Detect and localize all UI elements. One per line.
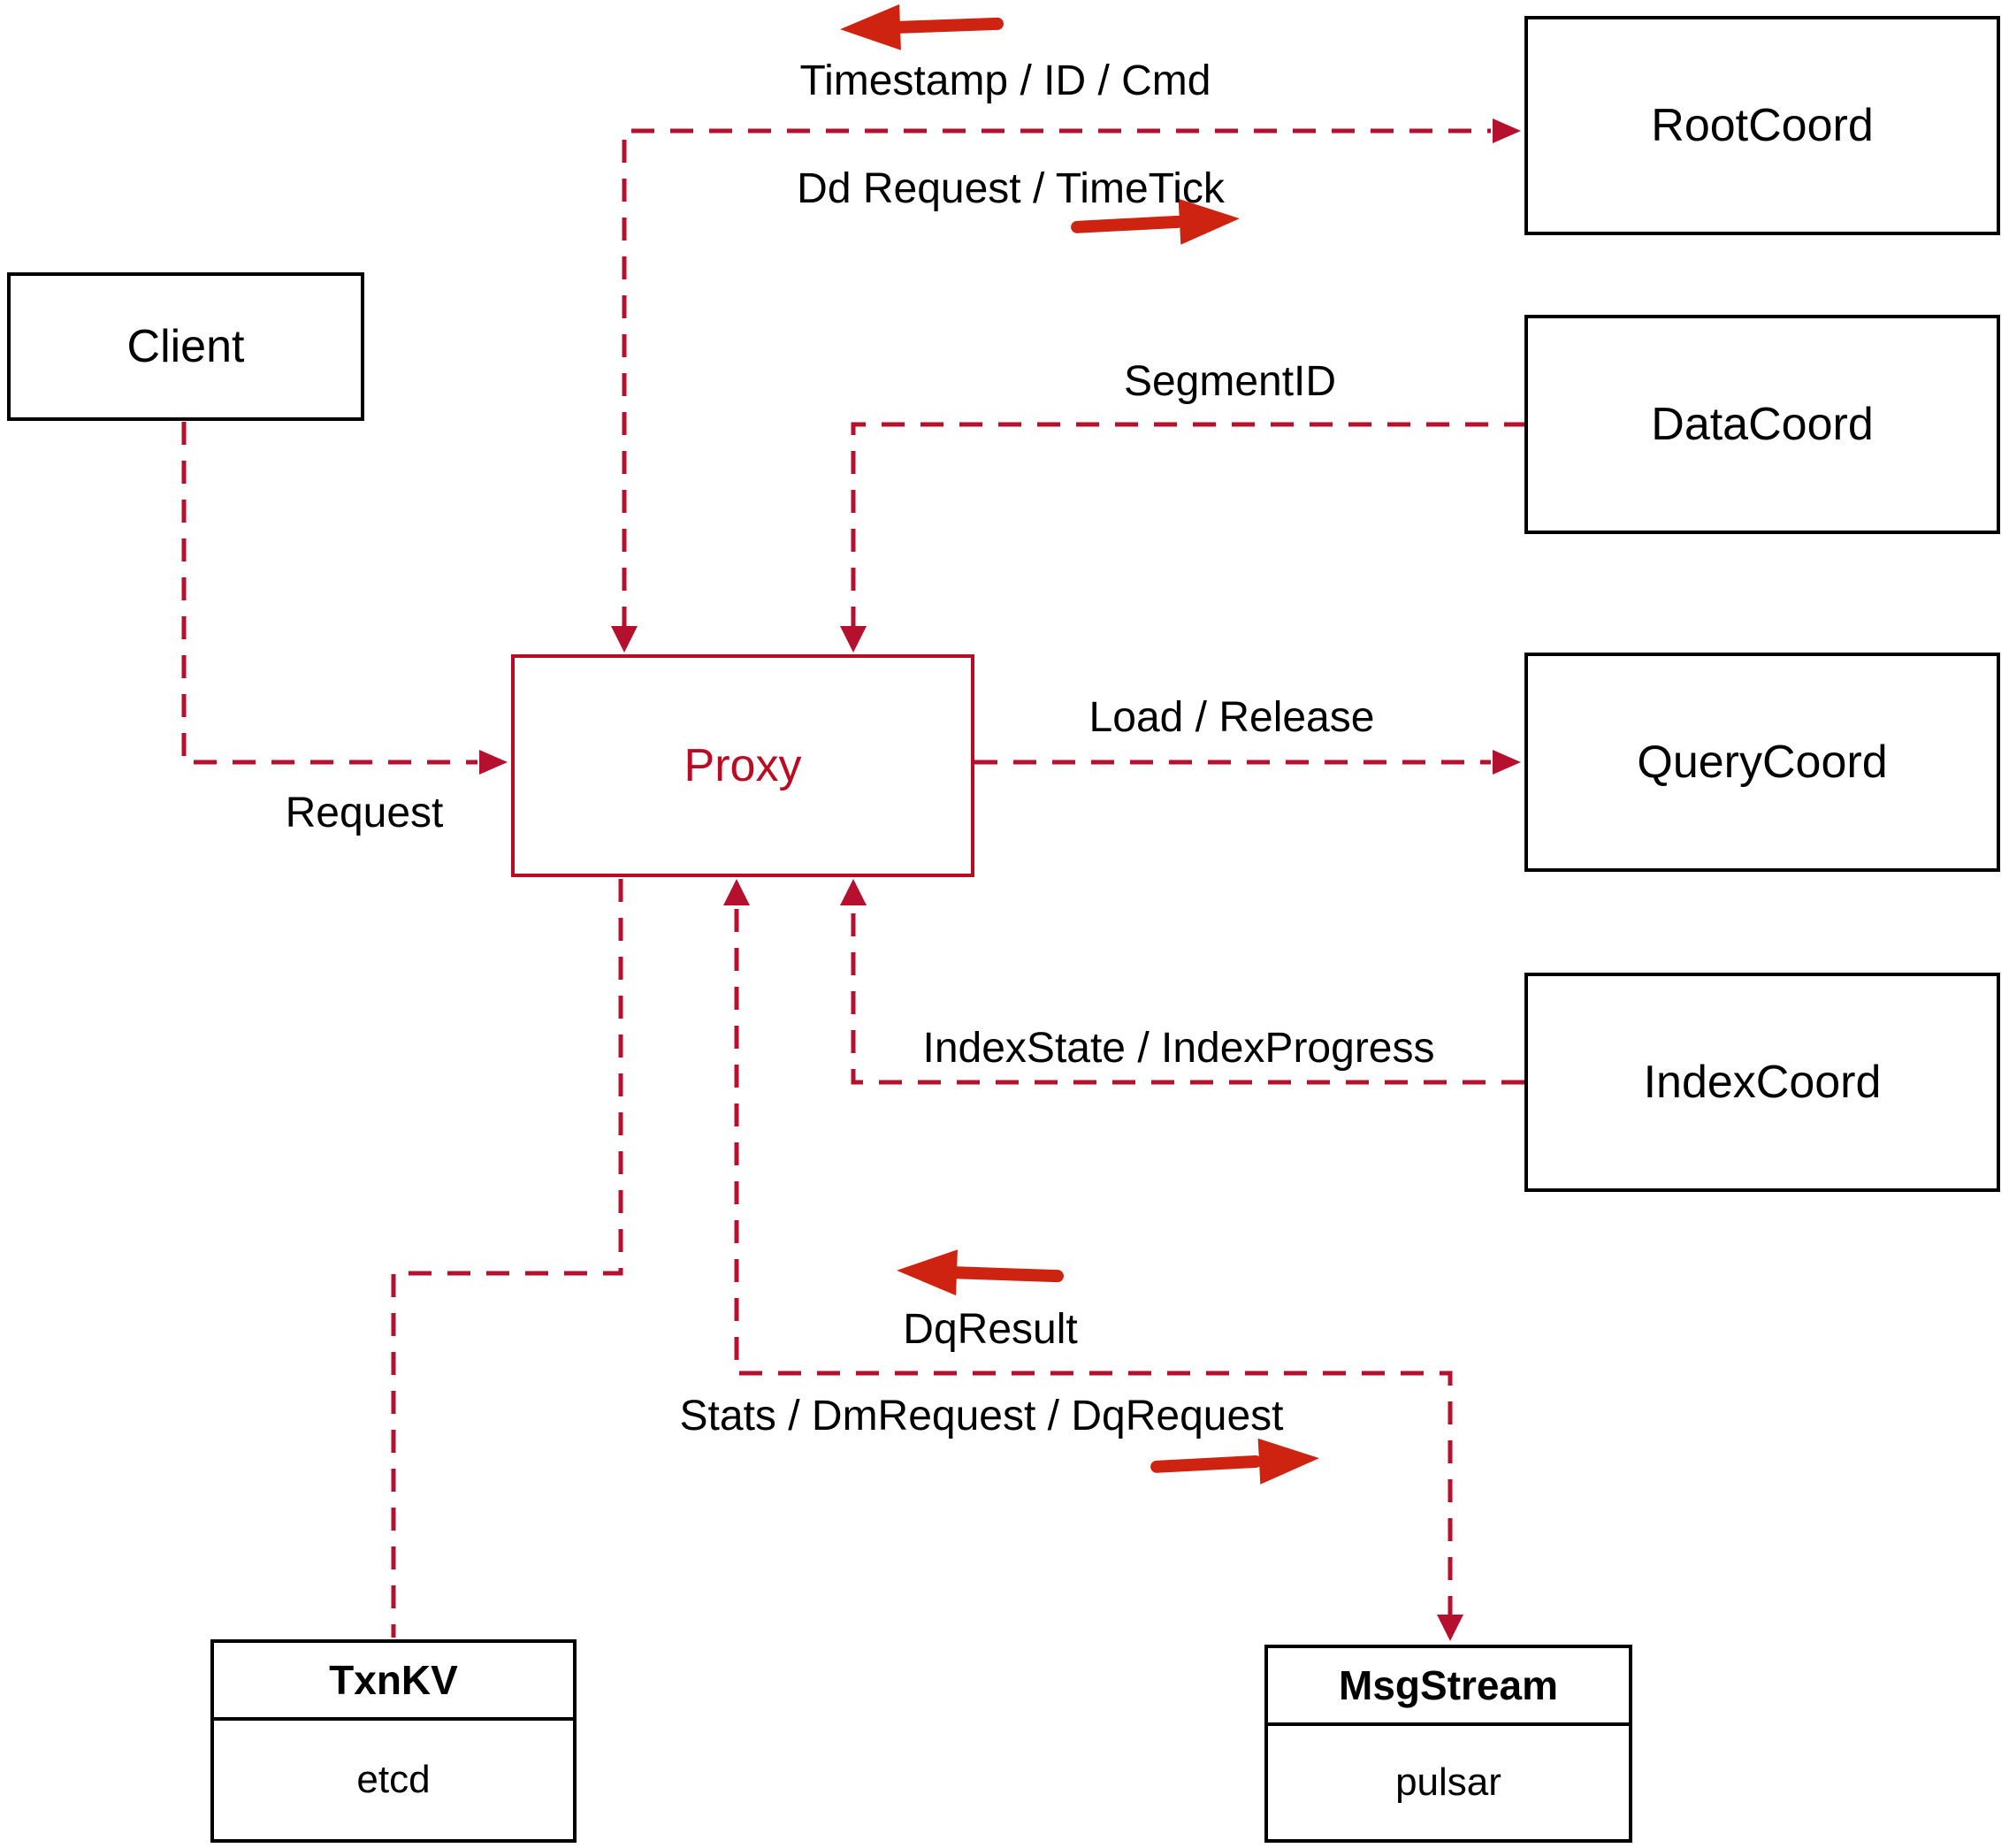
left-arrow-timestamp-icon <box>840 4 1004 50</box>
edge-label-dq-result: DqResult <box>903 1306 1078 1353</box>
arrowhead-into-msgstream-icon <box>1437 1615 1463 1641</box>
client-label: Client <box>126 321 245 372</box>
arrowhead-into-proxy-bottom-right-icon <box>840 879 867 905</box>
connector-client-proxy <box>181 422 477 765</box>
connector-proxy-txnkv <box>391 879 623 1638</box>
connector-proxy-indexcoord <box>851 909 1524 1085</box>
msgstream-title: MsgStream <box>1268 1648 1629 1726</box>
msgstream-body: pulsar <box>1395 1760 1501 1804</box>
node-proxy: Proxy <box>511 654 974 877</box>
node-datacoord: DataCoord <box>1524 315 2000 534</box>
connector-proxy-rootcoord <box>622 128 1491 630</box>
left-arrow-dq-result-icon <box>897 1249 1064 1296</box>
proxy-label: Proxy <box>684 740 802 791</box>
arrowhead-into-proxy-top-right-icon <box>840 626 867 653</box>
edge-label-request: Request <box>285 790 444 836</box>
node-querycoord: QueryCoord <box>1524 653 2000 872</box>
connector-proxy-msgstream <box>734 909 1453 1629</box>
txnkv-body: etcd <box>356 1758 431 1801</box>
node-txnkv: TxnKV etcd <box>210 1639 577 1843</box>
node-rootcoord: RootCoord <box>1524 16 2000 235</box>
edge-label-timestamp: Timestamp / ID / Cmd <box>799 57 1211 104</box>
arrowhead-into-rootcoord-icon <box>1493 118 1521 143</box>
querycoord-label: QueryCoord <box>1637 737 1888 788</box>
edge-label-index-state: IndexState / IndexProgress <box>922 1025 1435 1072</box>
indexcoord-label: IndexCoord <box>1643 1057 1882 1108</box>
arrowhead-into-proxy-bottom-left-icon <box>723 879 750 905</box>
node-msgstream: MsgStream pulsar <box>1264 1645 1632 1843</box>
right-arrow-stats-icon <box>1150 1438 1319 1485</box>
edge-label-stats: Stats / DmRequest / DqRequest <box>679 1393 1284 1439</box>
edge-label-segment-id: SegmentID <box>1123 358 1337 405</box>
arrowhead-into-proxy-top-left-icon <box>611 626 638 653</box>
arrowhead-into-proxy-left-icon <box>479 750 508 775</box>
datacoord-label: DataCoord <box>1651 399 1874 450</box>
edge-label-load-release: Load / Release <box>1089 694 1375 741</box>
node-client: Client <box>7 272 364 421</box>
txnkv-title: TxnKV <box>214 1643 573 1721</box>
connector-proxy-datacoord <box>851 422 1524 630</box>
rootcoord-label: RootCoord <box>1651 100 1874 151</box>
node-indexcoord: IndexCoord <box>1524 973 2000 1192</box>
arrowhead-into-querycoord-icon <box>1493 750 1521 775</box>
right-arrow-dd-request-icon <box>1071 198 1240 245</box>
edge-label-dd-request: Dd Request / TimeTick <box>797 165 1225 212</box>
